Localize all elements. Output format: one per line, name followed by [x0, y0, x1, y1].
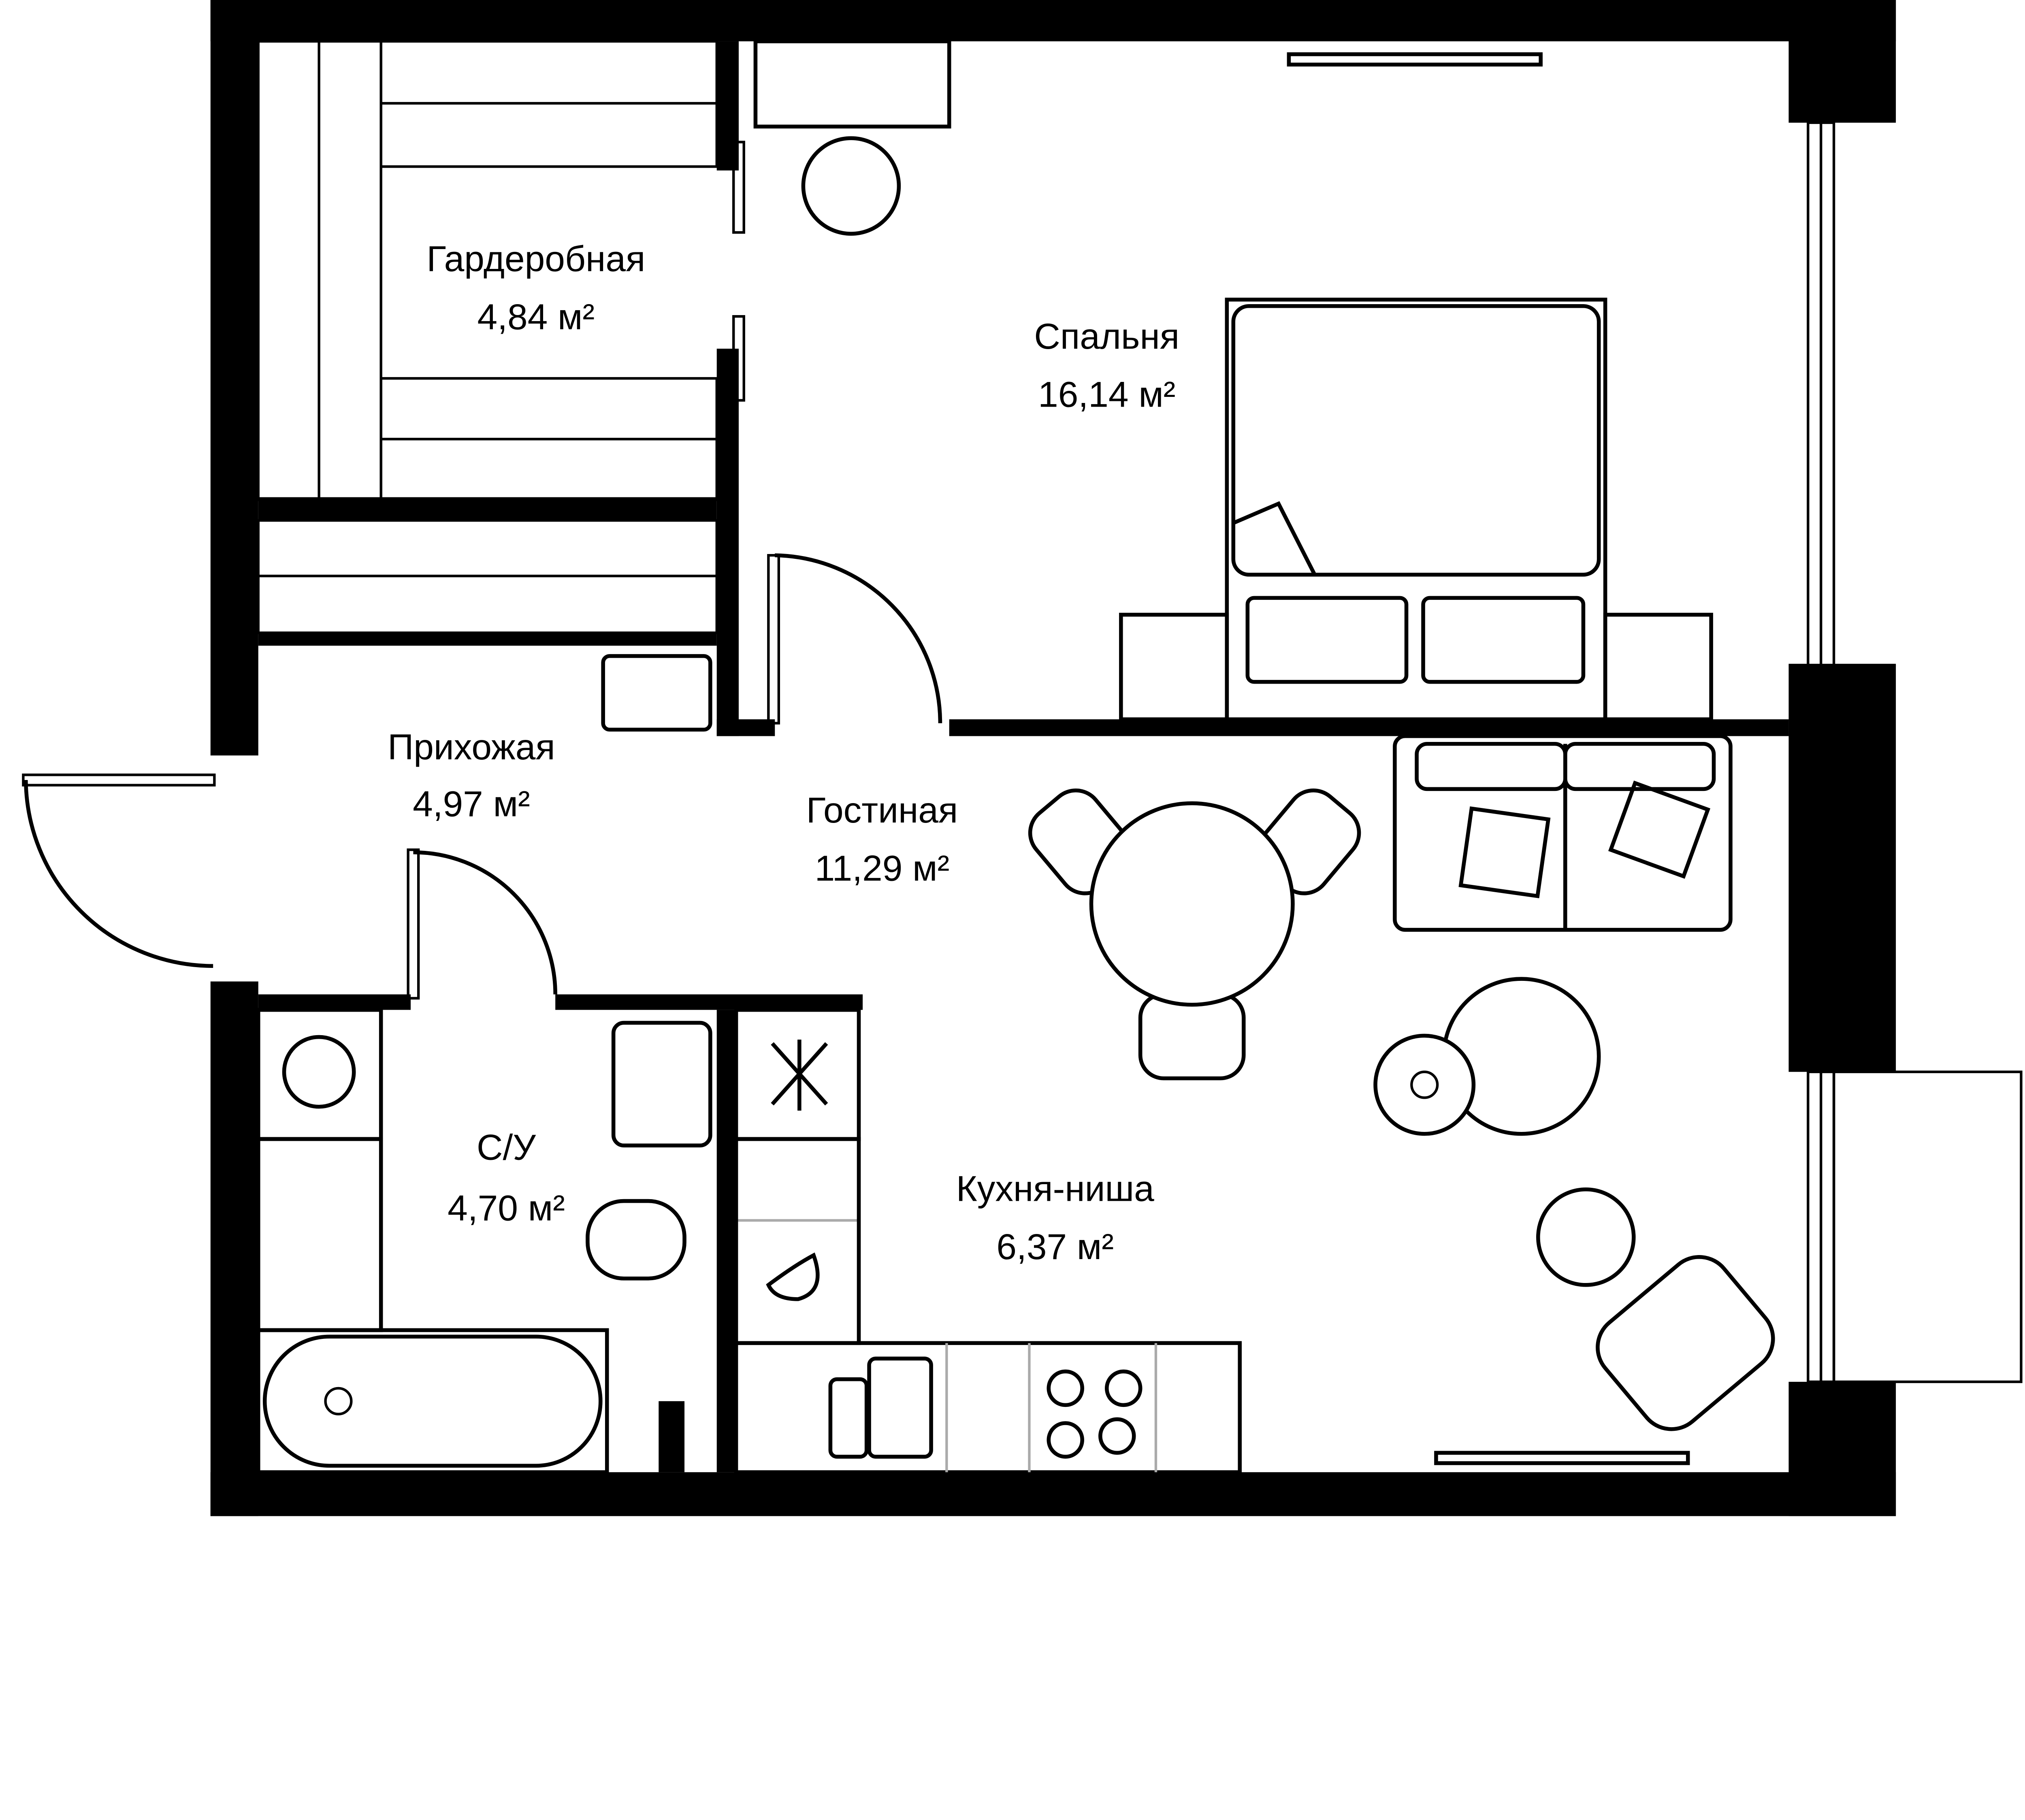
living-area: 11,29 м² [815, 848, 950, 889]
tv [1287, 52, 1543, 67]
bathroom-area: 4,70 м² [448, 1187, 565, 1228]
wardrobe-name: Гардеробная [426, 239, 645, 279]
burner [1047, 1369, 1084, 1407]
bed [1119, 298, 1713, 721]
hallway-name: Прихожая [388, 727, 555, 767]
hall-pouf [601, 654, 712, 732]
washing-machine-icon [282, 1035, 356, 1109]
burner [1047, 1421, 1084, 1459]
wall-left-upper [210, 0, 258, 756]
kitchen-sink [867, 1356, 933, 1459]
wall-right-bottom [1788, 1381, 1896, 1516]
kitchen-units [734, 1008, 1242, 1474]
burner [1104, 1369, 1143, 1407]
hallway-area: 4,97 м² [413, 783, 530, 824]
bedroom-area: 16,14 м² [1038, 374, 1175, 414]
wall-bottom [210, 1472, 1896, 1516]
wall-right-middle [1788, 665, 1896, 1072]
wardrobe-racks [257, 40, 718, 634]
nightstand [1603, 613, 1713, 721]
bed-pillow [1245, 596, 1409, 684]
fridge-icon [771, 1039, 828, 1111]
washing-machine [256, 1008, 383, 1141]
tv-living [1434, 1451, 1690, 1465]
wardrobe-area: 4,84 м² [477, 296, 595, 337]
stool [801, 136, 901, 236]
armchair [1596, 1255, 1775, 1431]
bathtub [256, 1328, 609, 1474]
living-name: Гостиная [806, 790, 958, 830]
bathroom-fixtures [256, 1008, 712, 1474]
kitchen-area: 6,37 м² [996, 1226, 1114, 1267]
toilet [586, 1199, 686, 1281]
kitchen-name: Кухня-ниша [956, 1168, 1154, 1209]
dining-table [1028, 789, 1361, 1080]
bathtub-drain [324, 1387, 353, 1415]
balcony-door [1832, 1070, 2023, 1383]
windows [1788, 121, 2023, 1383]
wall-left-lower [210, 981, 258, 1516]
burner [1098, 1417, 1136, 1455]
pouf-center [1410, 1070, 1439, 1099]
nightstand [1119, 613, 1229, 721]
wall-right-top [1788, 0, 1896, 123]
side-stool [1536, 1187, 1636, 1287]
wall-top [210, 0, 1896, 42]
bedroom-name: Спальня [1034, 316, 1179, 356]
doors [22, 141, 942, 1000]
pouf [1373, 1034, 1476, 1136]
desk [753, 39, 951, 129]
room-labels: Гардеробная 4,84 м² Спальня 16,14 м² При… [388, 239, 1179, 1267]
sofa [1393, 734, 1733, 932]
sink [611, 1021, 712, 1148]
outer-walls [210, 0, 1896, 1516]
cabinet [256, 1137, 383, 1332]
interior-walls [258, 41, 1789, 1473]
water-drop-icon [766, 1252, 820, 1301]
bathroom-name: С/У [477, 1127, 536, 1168]
bed-pillow [1421, 596, 1586, 684]
floor-plan: Гардеробная 4,84 м² Спальня 16,14 м² При… [22, 0, 2023, 1516]
